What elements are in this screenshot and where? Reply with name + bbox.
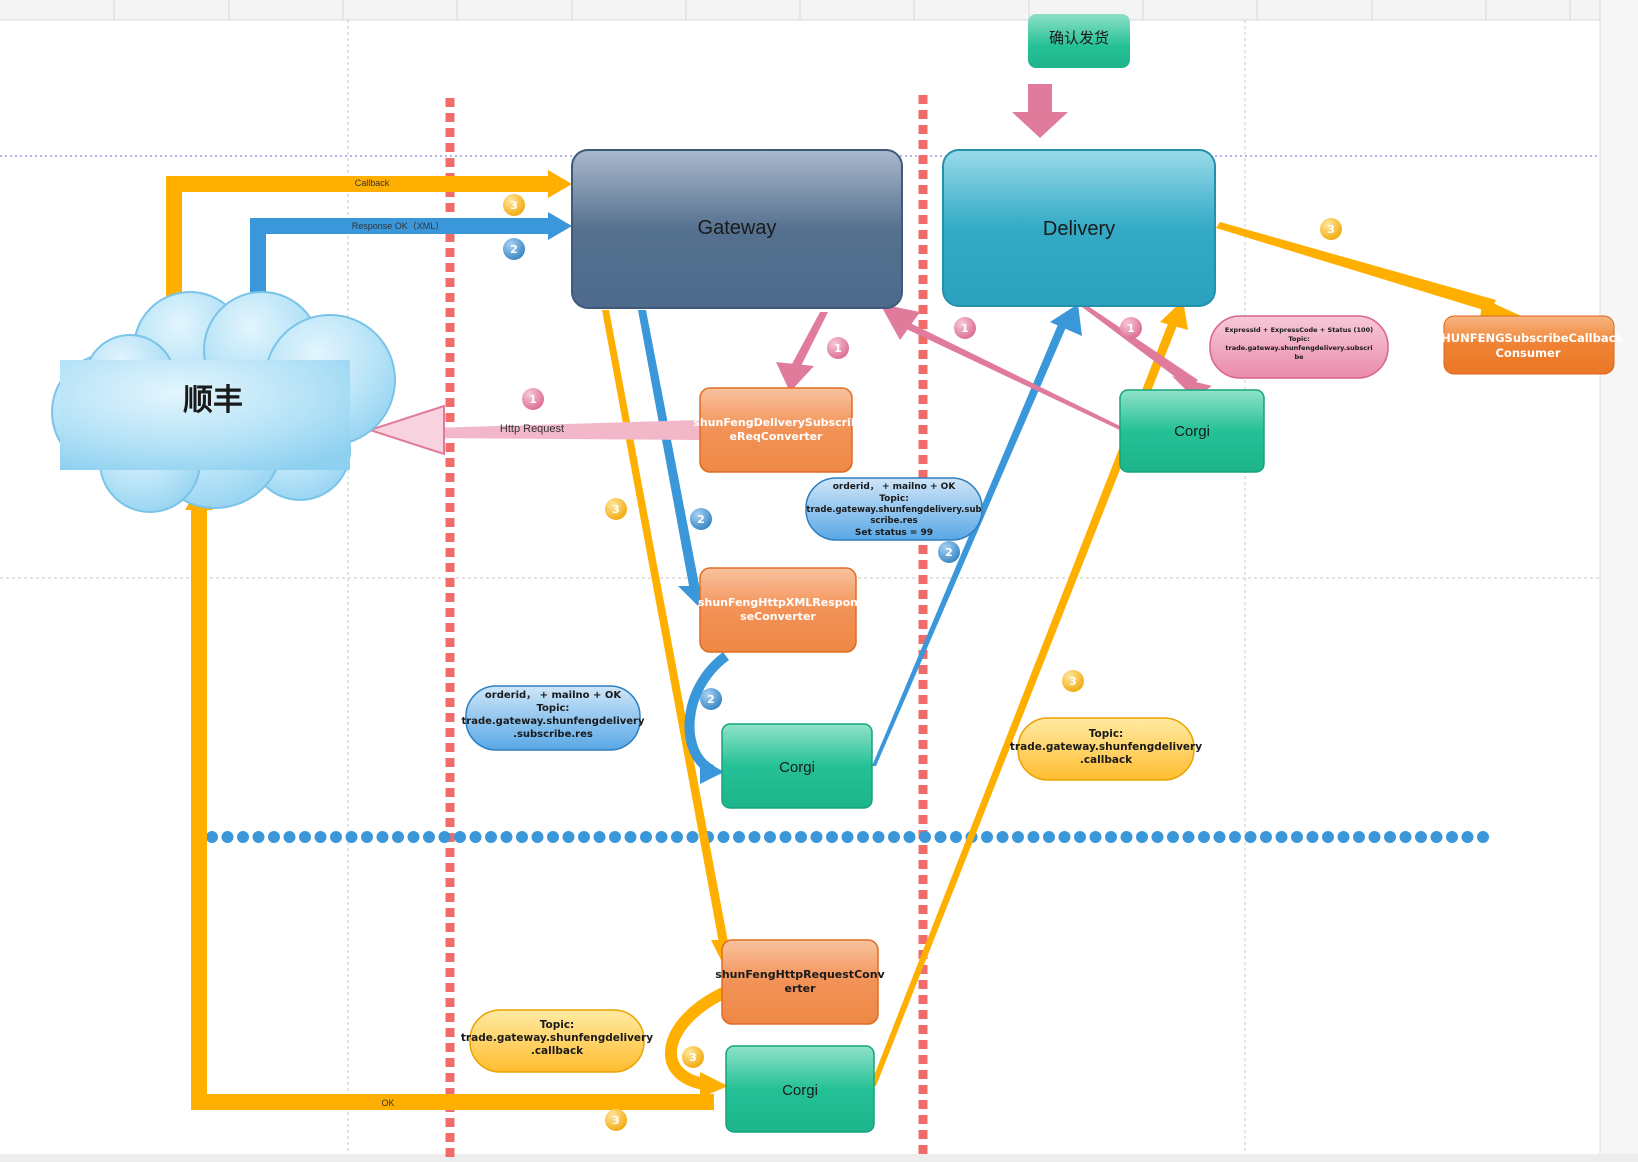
blue-note-top-line2: Topic: (879, 494, 909, 504)
yellow-note-right-line1: Topic: (1089, 728, 1124, 740)
xml-converter-box: shunFengHttpXMLRespon seConverter (698, 567, 858, 653)
corgi-label-right: Corgi (1174, 423, 1210, 440)
step-badge-3-callback: 3 (503, 194, 525, 216)
xml-converter-label-line1: shunFengHttpXMLRespon (698, 596, 858, 609)
step-number: 1 (961, 322, 969, 335)
corgi-box-right: Corgi (1119, 389, 1265, 473)
yellow-note-left-line1: Topic: (540, 1019, 575, 1031)
corgi-box-middle: Corgi (721, 723, 873, 809)
gateway-label: Gateway (698, 217, 777, 239)
http-converter-box: shunFengHttpRequestConv erter (715, 939, 886, 1025)
step-number: 2 (707, 693, 715, 706)
callback-label: Callback (355, 178, 390, 188)
ok-label: OK (381, 1098, 394, 1108)
blue-note-left-line2: Topic: (537, 703, 570, 714)
step-number: 3 (1327, 223, 1335, 236)
blue-note-left: orderid， + mailno + OK Topic: trade.gate… (461, 685, 645, 751)
http-converter-label-line1: shunFengHttpRequestConv (715, 968, 885, 981)
step-badge-2-gateway: 2 (690, 508, 712, 530)
blue-note-top: orderid， + mailno + OK Topic: trade.gate… (805, 477, 983, 541)
step-number: 3 (510, 199, 518, 212)
step-badge-3-consumer: 3 (1320, 218, 1342, 240)
req-converter-label-line2: eReqConverter (730, 430, 824, 443)
flow2-arrows (250, 212, 1082, 784)
gateway-box: Gateway (571, 149, 903, 309)
confirm-shipment-box: 确认发货 (1028, 14, 1130, 68)
delivery-label: Delivery (1043, 218, 1115, 240)
step-number: 3 (1069, 675, 1077, 688)
yellow-note-left-line3: .callback (531, 1045, 584, 1057)
pink-note: ExpressId + ExpressCode + Status (100) T… (1209, 315, 1389, 379)
corgi-box-bottom: Corgi (725, 1045, 875, 1133)
step-badge-2-corgi: 2 (700, 688, 722, 710)
shunfeng-cloud: 顺丰 (51, 291, 396, 513)
http-request-label: Http Request (500, 423, 564, 435)
flow3-arrows (166, 170, 1530, 1110)
cloud-label: 顺丰 (183, 384, 243, 417)
yellow-note-right-line2: trade.gateway.shunfengdelivery (1010, 741, 1202, 753)
step-number: 2 (945, 546, 953, 559)
blue-note-top-line1: orderid， + mailno + OK (833, 482, 957, 492)
step-number: 2 (697, 513, 705, 526)
step-badge-2-response: 2 (503, 238, 525, 260)
yellow-note-left: Topic: trade.gateway.shunfengdelivery .c… (461, 1009, 653, 1073)
step-badge-3-corgi: 3 (1062, 670, 1084, 692)
corgi-label-middle: Corgi (779, 759, 815, 776)
consumer-label-line2: Consumer (1495, 346, 1560, 360)
delivery-box: Delivery (942, 149, 1216, 307)
pink-note-line1: ExpressId + ExpressCode + Status (100) (1225, 326, 1373, 334)
yellow-note-left-line2: trade.gateway.shunfengdelivery (461, 1032, 653, 1044)
step-badge-1-req: 1 (827, 337, 849, 359)
step-badge-2-delivery: 2 (938, 541, 960, 563)
consumer-label-line1: SHUNFENGSubscribeCallback (1433, 331, 1624, 345)
step-badge-1-corgi: 1 (954, 317, 976, 339)
yellow-note-right: Topic: trade.gateway.shunfengdelivery .c… (1010, 717, 1202, 781)
step-badge-3-gateway: 3 (605, 498, 627, 520)
pink-note-line2: Topic: (1288, 335, 1309, 343)
step-number: 1 (1127, 322, 1135, 335)
callback-consumer-box: SHUNFENGSubscribeCallback Consumer (1433, 315, 1624, 375)
step-number: 3 (612, 1114, 620, 1127)
step-number: 3 (689, 1051, 697, 1064)
blue-note-left-line4: .subscribe.res (513, 729, 593, 740)
req-converter-box: shunFengDeliverySubscrib eReqConverter (693, 387, 859, 473)
http-converter-label-line2: erter (784, 982, 816, 995)
boundary-lines (206, 95, 1498, 1158)
blue-note-left-line1: orderid， + mailno + OK (485, 690, 622, 701)
response-ok-label: Response OK（XML） (352, 221, 445, 231)
yellow-note-right-line3: .callback (1080, 754, 1133, 766)
step-badge-3-ok: 3 (605, 1109, 627, 1131)
blue-note-top-line5: Set status = 99 (855, 528, 933, 538)
step-number: 1 (529, 393, 537, 406)
blue-note-left-line3: trade.gateway.shunfengdelivery (461, 716, 644, 727)
blue-note-top-line4: scribe.res (870, 516, 917, 526)
step-badge-3-converter: 3 (682, 1046, 704, 1068)
req-converter-label-line1: shunFengDeliverySubscrib (693, 416, 859, 429)
step-badge-1-http: 1 (522, 388, 544, 410)
confirm-shipment-label: 确认发货 (1049, 30, 1109, 47)
flow1-arrows (366, 84, 1212, 456)
blue-note-top-line3: trade.gateway.shunfengdelivery.sub (806, 505, 981, 515)
step-number: 1 (834, 342, 842, 355)
corgi-label-bottom: Corgi (782, 1082, 818, 1099)
pink-note-line3: trade.gateway.shunfengdelivery.subscri (1225, 344, 1372, 352)
step-badges: 1 1 1 1 2 2 2 2 3 3 3 3 3 3 (503, 194, 1342, 1131)
step-badge-1-delivery: 1 (1120, 317, 1142, 339)
pink-note-line4: be (1294, 353, 1304, 361)
step-number: 2 (510, 243, 518, 256)
step-number: 3 (612, 503, 620, 516)
xml-converter-label-line2: seConverter (740, 610, 816, 623)
